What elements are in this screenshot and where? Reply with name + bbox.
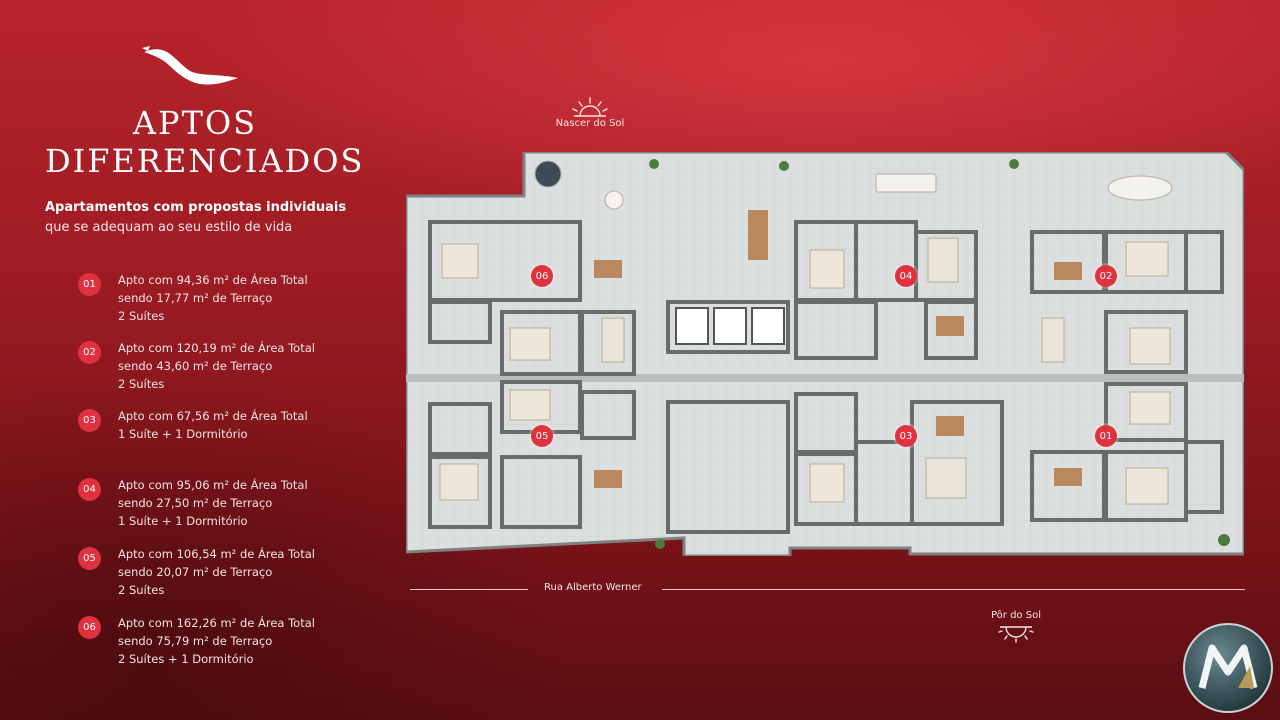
page-title: APTOS DIFERENCIADOS (45, 104, 365, 180)
apartment-number-badge: 06 (78, 616, 101, 639)
floor-plan (406, 152, 1244, 556)
subtitle-line-1: Apartamentos com propostas individuais (45, 200, 347, 215)
plan-badge-05: 05 (531, 425, 553, 447)
sunset-icon (998, 626, 1034, 643)
plan-badge-01: 01 (1095, 425, 1117, 447)
plan-badge-06: 06 (531, 265, 553, 287)
apartment-number-badge: 02 (78, 341, 101, 364)
apartment-item-04: 04 Apto com 95,06 m² de Área Total sendo… (78, 476, 308, 530)
apartment-item-06: 06 Apto com 162,26 m² de Área Total send… (78, 614, 315, 668)
m-monogram-logo (1183, 623, 1273, 713)
title-line-1: APTOS (132, 104, 258, 142)
apartment-number-badge: 04 (78, 478, 101, 501)
title-line-2: DIFERENCIADOS (45, 142, 365, 180)
apartment-item-05: 05 Apto com 106,54 m² de Área Total send… (78, 545, 315, 599)
street-indicator: Rua Alberto Werner (410, 580, 1245, 598)
apartment-item-03: 03 Apto com 67,56 m² de Área Total 1 Suí… (78, 407, 308, 443)
street-line-left (410, 589, 528, 590)
apartment-number-badge: 05 (78, 547, 101, 570)
street-label: Rua Alberto Werner (544, 582, 642, 593)
apartment-item-01: 01 Apto com 94,36 m² de Área Total sendo… (78, 271, 308, 325)
heron-bird-icon (142, 46, 238, 85)
sunset-indicator: Pôr do Sol (974, 610, 1058, 643)
plan-badge-04: 04 (895, 265, 917, 287)
apartment-number-badge: 01 (78, 273, 101, 296)
plan-badge-02: 02 (1095, 265, 1117, 287)
sunrise-indicator: Nascer do Sol (548, 96, 632, 129)
sunset-label: Pôr do Sol (991, 610, 1041, 621)
sunrise-icon (572, 97, 608, 117)
plan-badge-03: 03 (895, 425, 917, 447)
apartment-number-badge: 03 (78, 409, 101, 432)
subtitle-line-2: que se adequam ao seu estilo de vida (45, 220, 293, 235)
apartment-item-02: 02 Apto com 120,19 m² de Área Total send… (78, 339, 315, 393)
sunrise-label: Nascer do Sol (555, 118, 625, 129)
street-line-right (662, 589, 1245, 590)
